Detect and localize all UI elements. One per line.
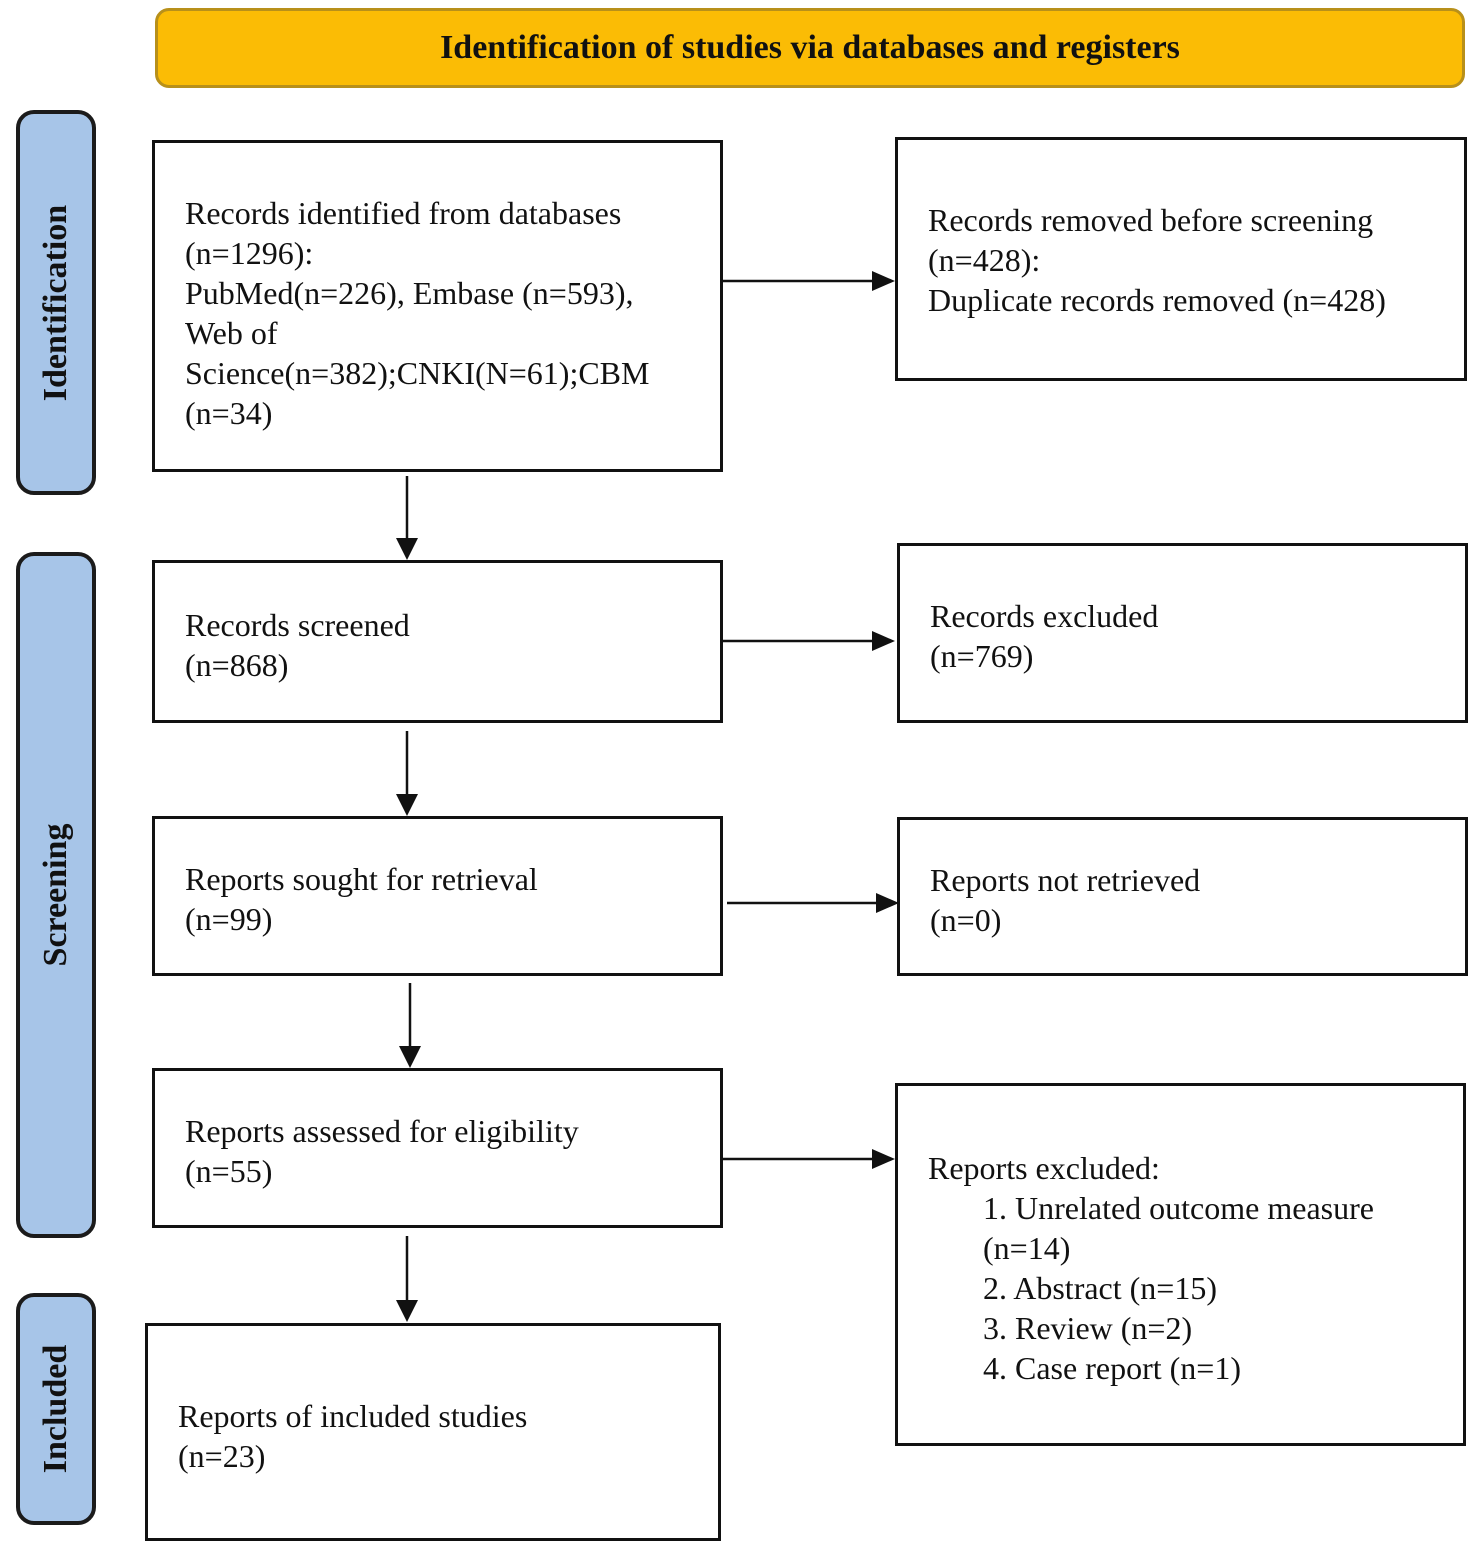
records-identified-line: (n=34)	[185, 395, 273, 431]
arrowhead	[396, 1300, 418, 1322]
records-identified-line: PubMed(n=226), Embase (n=593),	[185, 275, 634, 311]
header-title: Identification of studies via databases …	[440, 29, 1180, 66]
reports-sought-box: Reports sought for retrieval (n=99)	[152, 816, 723, 976]
records-screened-box: Records screened (n=868)	[152, 560, 723, 723]
reports-excluded-item: 4. Case report (n=1)	[983, 1350, 1241, 1386]
records-identified-line: (n=1296):	[185, 235, 314, 271]
records-identified-box: Records identified from databases (n=129…	[152, 140, 723, 472]
reports-excluded-box: Reports excluded: 1. Unrelated outcome m…	[895, 1083, 1466, 1446]
arrowhead	[396, 538, 418, 560]
records-excluded-line: (n=769)	[930, 638, 1034, 674]
records-removed-line: Duplicate records removed (n=428)	[928, 282, 1386, 318]
phase-screening: Screening	[16, 552, 96, 1238]
arrowhead	[872, 1149, 895, 1169]
reports-included-box: Reports of included studies (n=23)	[145, 1323, 721, 1541]
reports-included-line: Reports of included studies	[178, 1398, 528, 1434]
records-excluded-line: Records excluded	[930, 598, 1159, 634]
reports-assessed-line: Reports assessed for eligibility	[185, 1113, 579, 1149]
reports-not-retrieved-line: Reports not retrieved	[930, 862, 1201, 898]
reports-assessed-line: (n=55)	[185, 1153, 273, 1189]
arrowhead	[872, 271, 895, 291]
phase-included: Included	[16, 1293, 96, 1525]
arrowhead	[399, 1046, 421, 1068]
records-removed-line: (n=428):	[928, 242, 1041, 278]
records-identified-line: Records identified from databases	[185, 195, 622, 231]
records-excluded-box: Records excluded (n=769)	[897, 543, 1468, 723]
reports-excluded-heading: Reports excluded:	[928, 1150, 1160, 1186]
records-identified-line: Science(n=382);CNKI(N=61);CBM	[185, 355, 650, 391]
phase-identification: Identification	[16, 110, 96, 495]
records-removed-box: Records removed before screening (n=428)…	[895, 137, 1467, 381]
records-removed-line: Records removed before screening	[928, 202, 1374, 238]
reports-not-retrieved-box: Reports not retrieved (n=0)	[897, 817, 1468, 976]
reports-sought-line: Reports sought for retrieval	[185, 861, 538, 897]
reports-excluded-item: 3. Review (n=2)	[983, 1310, 1193, 1346]
records-identified-line: Web of	[185, 315, 278, 351]
reports-excluded-item: (n=14)	[983, 1230, 1071, 1266]
arrowhead	[876, 893, 899, 913]
reports-excluded-item: 1. Unrelated outcome measure	[983, 1190, 1374, 1226]
records-screened-line: (n=868)	[185, 647, 289, 683]
reports-assessed-box: Reports assessed for eligibility (n=55)	[152, 1068, 723, 1228]
arrowhead	[396, 794, 418, 816]
reports-not-retrieved-line: (n=0)	[930, 902, 1002, 938]
records-screened-line: Records screened	[185, 607, 410, 643]
reports-sought-line: (n=99)	[185, 901, 273, 937]
reports-included-line: (n=23)	[178, 1438, 266, 1474]
arrowhead	[872, 631, 895, 651]
reports-excluded-item: 2. Abstract (n=15)	[983, 1270, 1217, 1306]
header-banner: Identification of studies via databases …	[155, 8, 1465, 88]
